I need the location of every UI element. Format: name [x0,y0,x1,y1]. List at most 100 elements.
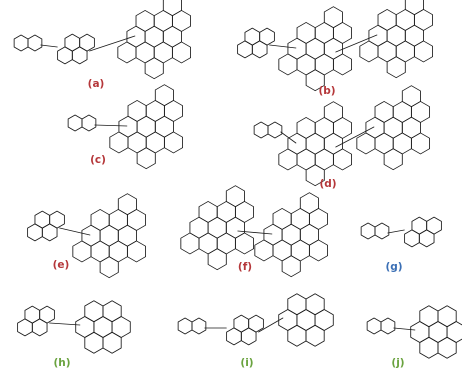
aromatic-ring [163,100,184,122]
aromatic-ring [281,223,301,246]
naphthalene-fragment [67,114,97,132]
aromatic-ring [308,239,329,262]
molecule-j [366,305,462,359]
aromatic-ring [145,131,165,154]
naphthalene-fragment [366,317,396,335]
single-bond [237,230,273,235]
aromatic-ring [395,9,415,31]
aromatic-ring [72,240,92,263]
panel-label-e: (e) [52,259,70,271]
coronene-large-fragment [278,6,353,92]
pyrene-fragment [27,210,65,242]
aromatic-ring [99,224,119,247]
aromatic-ring [237,40,253,59]
aromatic-ring [171,41,192,64]
aromatic-ring [71,46,88,65]
molecule-i [177,293,334,347]
coronene-large-fragment [72,193,147,279]
panel-label-a: (a) [87,78,105,90]
coronene-large-fragment [278,101,353,187]
aromatic-ring [272,239,292,262]
aromatic-ring [207,216,227,239]
aromatic-ring [198,232,218,255]
aromatic-ring [305,132,325,155]
aromatic-ring [356,132,376,155]
molecule-e [27,193,147,279]
single-bond [59,227,91,236]
aromatic-ring [278,148,298,171]
aromatic-ring [67,114,83,132]
aromatic-ring [366,317,382,335]
molecule-f [180,185,329,278]
aromatic-ring [290,208,310,230]
aromatic-ring [305,37,325,60]
panel-label-i: (i) [240,357,254,369]
coronene-large-fragment [254,192,329,278]
aromatic-ring [117,41,137,64]
molecule-a [13,0,192,80]
aromatic-ring [144,57,164,80]
aromatic-ring [108,240,128,263]
aromatic-ring [323,101,343,124]
single-bond [258,317,284,333]
aromatic-ring [392,101,412,123]
aromatic-ring [413,40,434,63]
single-bond [387,229,405,234]
aromatic-ring [191,317,207,335]
aromatic-ring [99,256,119,279]
aromatic-ring [374,101,394,123]
aromatic-ring [413,9,434,31]
aromatic-ring [84,331,104,354]
aromatic-ring [323,132,343,155]
aromatic-ring [395,40,415,63]
molecule-b [237,0,434,92]
aromatic-ring [404,0,424,16]
single-bond [40,44,58,48]
aromatic-ring [189,216,209,239]
aromatic-ring [290,239,310,262]
aromatic-ring [437,305,457,328]
aromatic-ring [84,300,104,323]
aromatic-ring [75,316,95,338]
aromatic-ring [144,25,164,48]
aromatic-ring [216,232,236,255]
aromatic-ring [127,131,147,154]
aromatic-ring [162,25,182,48]
single-bond [94,124,128,127]
coronene-fragment [75,300,131,354]
aromatic-ring [299,223,319,246]
aromatic-ring [254,239,274,262]
aromatic-ring [31,318,48,337]
aromatic-ring [360,222,376,240]
aromatic-ring [418,229,435,248]
aromatic-ring [374,132,394,155]
aromatic-ring [135,41,155,64]
aromatic-ring [267,121,283,139]
aromatic-ring [234,232,255,255]
aromatic-ring [102,331,122,354]
single-bond [280,131,297,144]
aromatic-ring [377,40,397,63]
aromatic-ring [323,37,343,60]
aromatic-ring [419,305,439,328]
single-bond [335,34,378,53]
aromatic-ring [281,255,301,278]
aromatic-ring [323,6,343,29]
aromatic-ring [81,224,101,247]
panel-label-b: (b) [318,85,336,97]
aromatic-ring [272,208,292,230]
coronene-large-fragment [359,0,434,79]
molecule-g [360,216,442,248]
panel-label-g: (g) [385,261,403,273]
aromatic-ring [226,327,242,346]
aromatic-ring [117,224,137,247]
pyrene-fragment [226,314,264,346]
single-bond [89,35,136,52]
aromatic-ring [278,53,298,76]
aromatic-ring [118,115,138,138]
aromatic-ring [314,309,334,331]
aromatic-ring [234,201,255,223]
aromatic-ring [368,24,388,47]
aromatic-ring [225,216,245,239]
aromatic-ring [287,293,307,316]
